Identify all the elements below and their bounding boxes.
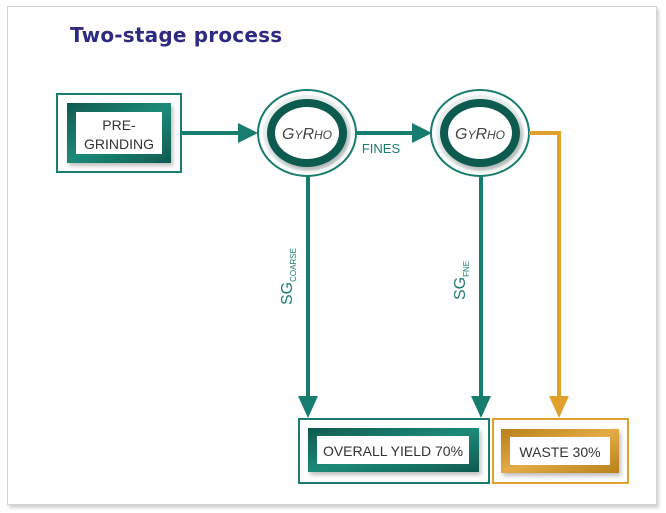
gyrho-label-1: GYRHO: [282, 126, 332, 143]
pregrinding-label-line1: PRE-: [102, 117, 136, 133]
gyrho-node-1: GYRHO: [257, 89, 357, 177]
sg-fine-label: SGFNE: [452, 261, 471, 300]
arrow-sg-fine: SGFNE: [452, 176, 491, 418]
pregrinding-label-line2: GRINDING: [84, 136, 154, 152]
arrow-sg-coarse: SGCOARSE: [279, 176, 318, 418]
arrow-fines: FINES: [356, 123, 432, 156]
sg-coarse-label: SGCOARSE: [279, 248, 298, 305]
waste-label: WASTE 30%: [519, 444, 600, 460]
overall-yield-node: OVERALL YIELD 70%: [298, 418, 490, 484]
slide-title: Two-stage process: [70, 23, 283, 47]
overall-yield-label: OVERALL YIELD 70%: [323, 443, 463, 459]
arrow-pregrinding-to-gyrho1: [181, 123, 258, 143]
pregrinding-node: PRE- GRINDING: [56, 93, 182, 173]
arrow-waste: [529, 131, 569, 418]
waste-node: WASTE 30%: [492, 418, 629, 484]
gyrho-node-2: GYRHO: [430, 89, 530, 177]
fines-label: FINES: [362, 141, 401, 156]
gyrho-label-2: GYRHO: [455, 126, 505, 143]
